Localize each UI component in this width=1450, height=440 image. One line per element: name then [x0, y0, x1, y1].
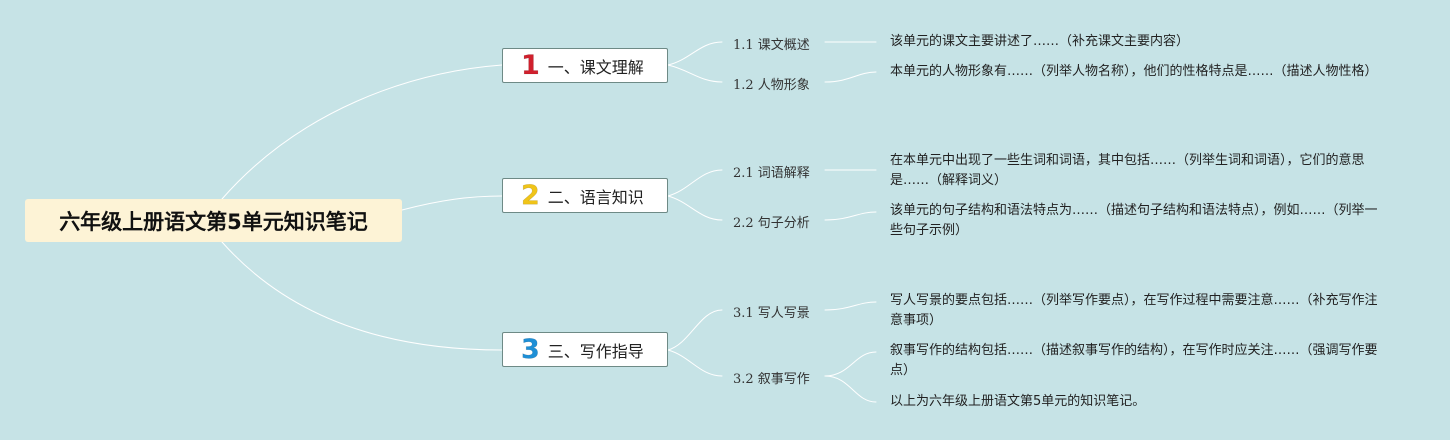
note-3-2a[interactable]: 叙事写作的结构包括……（描述叙事写作的结构），在写作时应关注……（强调写作要点） — [890, 343, 1378, 378]
number-1-icon: 1 — [521, 50, 540, 81]
connector-root-topic-2 — [401, 195, 503, 211]
connector-sub31-leaf — [824, 301, 877, 311]
topic-2[interactable]: 2 二、语言知识 — [502, 178, 668, 213]
connector-sub32-leaf2 — [824, 375, 877, 403]
subtopic-1-1[interactable]: 1.1 课文概述 — [733, 38, 810, 53]
note-3-2b[interactable]: 以上为六年级上册语文第5单元的知识笔记。 — [890, 394, 1146, 409]
subtopic-2-1[interactable]: 2.1 词语解释 — [733, 166, 810, 181]
connector-topic2-sub2 — [667, 195, 723, 221]
subtopic-3-1[interactable]: 3.1 写人写景 — [733, 306, 810, 321]
note-1-2[interactable]: 本单元的人物形象有……（列举人物名称），他们的性格特点是……（描述人物性格） — [890, 64, 1378, 79]
topic-1-label: 一、课文理解 — [547, 57, 644, 77]
subtopic-3-2[interactable]: 3.2 叙事写作 — [733, 372, 810, 387]
topic-1[interactable]: 1 一、课文理解 — [502, 48, 668, 83]
connector-root-topic-1 — [221, 64, 503, 200]
subtopic-2-2[interactable]: 2.2 句子分析 — [733, 216, 810, 231]
connector-sub32-leaf1 — [824, 351, 877, 377]
topic-3-label: 三、写作指导 — [547, 341, 644, 361]
connector-topic1-sub1 — [667, 41, 723, 66]
topic-2-label: 二、语言知识 — [547, 187, 644, 207]
connector-topic1-sub2 — [667, 64, 723, 83]
connector-sub12-leaf — [824, 71, 877, 83]
connector-topic3-sub2 — [667, 349, 723, 377]
number-3-icon: 3 — [521, 334, 540, 365]
note-2-2[interactable]: 该单元的句子结构和语法特点为……（描述句子结构和语法特点），例如……（列举一些句… — [890, 203, 1378, 238]
number-2-icon: 2 — [521, 180, 540, 211]
connector-root-topic-3 — [221, 241, 503, 351]
connector-topic2-sub1 — [667, 169, 723, 197]
connector-sub22-leaf — [824, 211, 877, 221]
connector-topic3-sub1 — [667, 309, 723, 351]
note-1-1[interactable]: 该单元的课文主要讲述了……（补充课文主要内容） — [890, 34, 1190, 49]
note-2-1[interactable]: 在本单元中出现了一些生词和词语，其中包括……（列举生词和词语），它们的意思是……… — [890, 153, 1365, 188]
subtopic-1-2[interactable]: 1.2 人物形象 — [733, 78, 810, 93]
topic-3[interactable]: 3 三、写作指导 — [502, 332, 668, 367]
root-topic[interactable]: 六年级上册语文第5单元知识笔记 — [25, 199, 402, 242]
note-3-1[interactable]: 写人写景的要点包括……（列举写作要点），在写作过程中需要注意……（补充写作注意事… — [890, 293, 1378, 328]
root-title: 六年级上册语文第5单元知识笔记 — [59, 209, 368, 234]
